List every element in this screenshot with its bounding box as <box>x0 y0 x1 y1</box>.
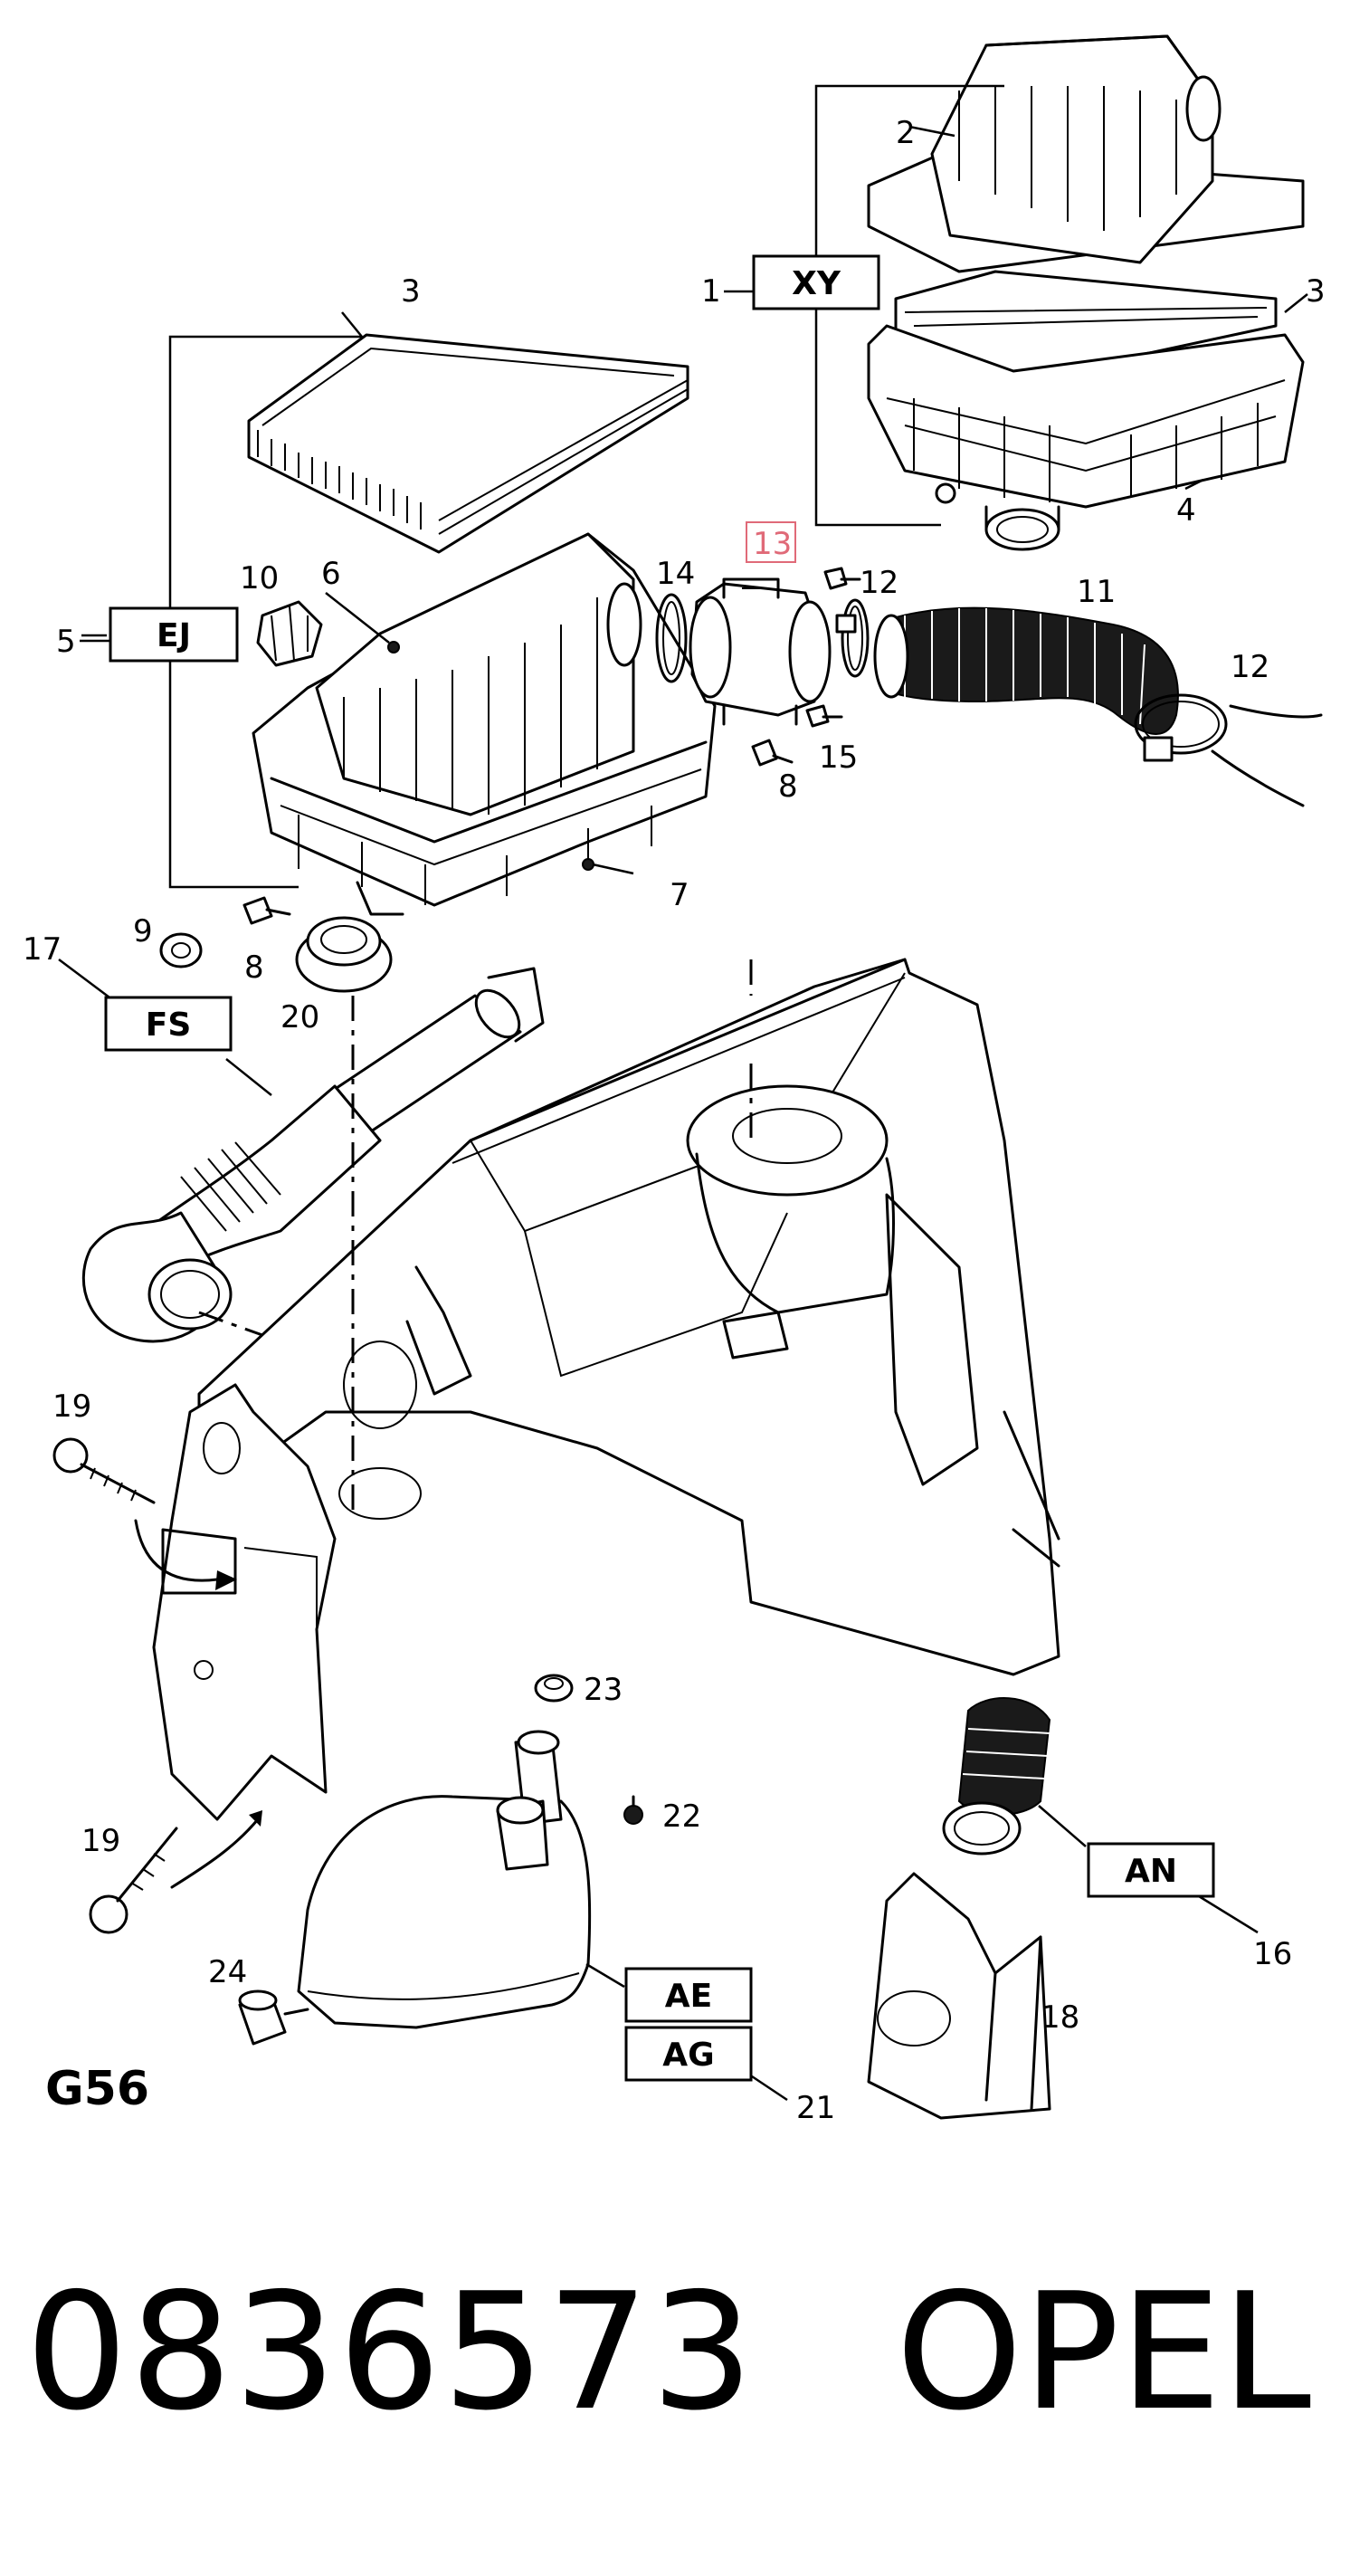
reservoir-part-21 <box>297 1730 592 2029</box>
callout-17: 17 <box>23 931 62 968</box>
group-code-fs: FS <box>146 1007 192 1044</box>
upper-cover-part-2 <box>867 34 1305 273</box>
group-code-ae: AE <box>665 1978 712 2015</box>
callout-13-highlight[interactable] <box>746 521 796 563</box>
screw-part-19-lower <box>89 1810 262 1934</box>
screw-part-12-small <box>823 567 861 590</box>
callout-20: 20 <box>280 999 319 1035</box>
callout-2: 2 <box>896 115 916 151</box>
callout-9: 9 <box>133 913 153 949</box>
callout-23: 23 <box>584 1672 623 1708</box>
hose-clamp-part-12-upper <box>835 598 870 678</box>
callout-8-lower: 8 <box>244 949 264 986</box>
lower-housing-part-4 <box>867 324 1305 551</box>
callout-8-upper: 8 <box>778 768 798 805</box>
grommet-part-23 <box>534 1674 574 1703</box>
ring-seal-part-14 <box>655 593 688 683</box>
inner-wing-body-panel <box>197 958 1060 1676</box>
part-number: 0836573 <box>25 2258 756 2446</box>
callout-22: 22 <box>662 1798 701 1835</box>
group-box-an <box>1087 1842 1215 1898</box>
callout-3-left: 3 <box>401 273 421 310</box>
callout-3-right: 3 <box>1306 273 1326 310</box>
group-box-ej <box>109 606 239 663</box>
callout-5: 5 <box>56 624 76 660</box>
callout-11: 11 <box>1077 574 1116 610</box>
callout-14: 14 <box>656 556 695 592</box>
group-code-an: AN <box>1125 1853 1177 1890</box>
grommet-part-20 <box>295 916 393 993</box>
duct-adapter-part-18 <box>867 1872 1051 2120</box>
callout-16: 16 <box>1253 1936 1292 1972</box>
callout-19-lower: 19 <box>81 1823 120 1859</box>
cap-part-24 <box>238 1989 309 2046</box>
callout-10: 10 <box>240 560 279 596</box>
air-cleaner-housing-part-6-7 <box>252 532 717 916</box>
sheet-code: G56 <box>45 2062 150 2116</box>
screw-part-19-upper <box>52 1437 156 1504</box>
group-code-xy: XY <box>792 265 841 302</box>
brand-name: OPEL <box>896 2258 1312 2446</box>
group-box-fs <box>104 996 233 1052</box>
group-code-ag: AG <box>662 2037 714 2074</box>
assembly-lines <box>198 959 753 1512</box>
callout-7: 7 <box>670 877 689 913</box>
callout-21: 21 <box>796 2090 835 2126</box>
air-mass-meter-part-13 <box>689 577 832 726</box>
callout-19-upper: 19 <box>52 1388 91 1425</box>
callout-12-upper: 12 <box>860 565 898 601</box>
intake-hose-part-11 <box>873 606 1179 735</box>
intake-duct-part-17 <box>81 967 545 1343</box>
group-box-ae <box>624 1967 753 2023</box>
clip-part-22 <box>623 1795 643 1825</box>
connector-hose-part-16 <box>942 1697 1051 1856</box>
callout-leaders <box>81 125 1308 875</box>
hose-clamp-part-12-right <box>1134 693 1323 807</box>
screw-part-15 <box>805 704 843 728</box>
callout-4: 4 <box>1176 492 1196 529</box>
screw-part-8-upper <box>751 739 794 767</box>
callout-12-right: 12 <box>1231 649 1269 685</box>
callout-6: 6 <box>321 556 341 592</box>
callout-1: 1 <box>701 273 721 310</box>
callout-13[interactable]: 13 <box>753 526 792 562</box>
group-box-xy <box>752 254 880 310</box>
connector-part-10 <box>256 600 323 667</box>
screw-part-8-lower <box>242 896 291 925</box>
panel-filter-part-3-left <box>247 333 689 554</box>
group-box-ag <box>624 2026 753 2082</box>
callout-24: 24 <box>208 1954 247 1990</box>
callout-15: 15 <box>819 739 858 776</box>
nut-part-9 <box>159 932 203 968</box>
callout-18: 18 <box>1041 1999 1079 2036</box>
mounting-bracket <box>134 1383 337 1821</box>
group-code-ej: EJ <box>157 617 191 654</box>
